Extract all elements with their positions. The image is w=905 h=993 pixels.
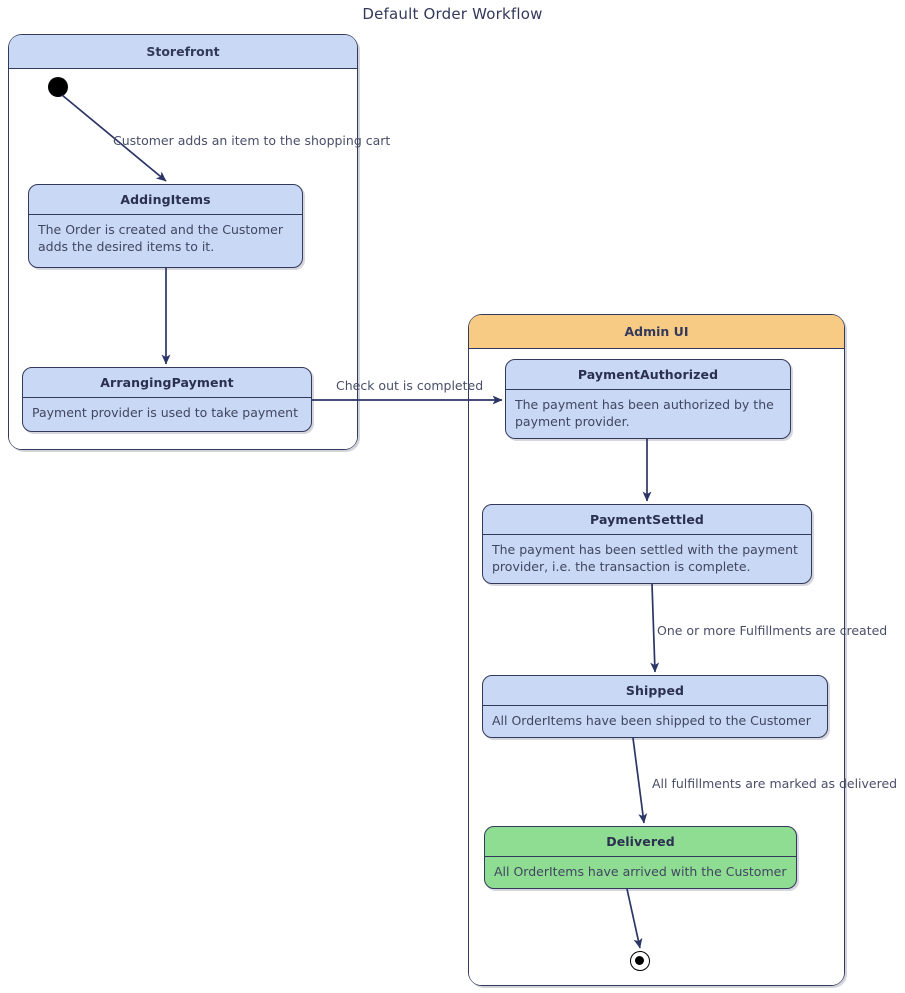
- transition-label-check-out-completed: Check out is completed: [336, 378, 484, 393]
- state-paymentsettled-name: PaymentSettled: [483, 505, 811, 535]
- state-paymentauthorized-name: PaymentAuthorized: [506, 360, 790, 390]
- state-paymentauthorized-description: The payment has been authorized by the p…: [515, 397, 774, 429]
- state-arrangingpayment[interactable]: ArrangingPayment Payment provider is use…: [22, 367, 312, 432]
- composite-state-storefront-label: Storefront: [9, 35, 357, 69]
- state-delivered-description: All OrderItems have arrived with the Cus…: [494, 864, 787, 879]
- state-delivered-name: Delivered: [485, 827, 796, 857]
- transition-label-fulfillments-delivered: All fulfillments are marked as delivered: [652, 776, 898, 791]
- transition-label-fulfillments-created: One or more Fulfillments are created: [657, 623, 888, 638]
- state-shipped-description: All OrderItems have been shipped to the …: [492, 713, 811, 728]
- final-state-inner-dot: [634, 955, 644, 965]
- state-addingitems-name: AddingItems: [29, 185, 302, 215]
- state-arrangingpayment-name: ArrangingPayment: [23, 368, 311, 398]
- state-delivered[interactable]: Delivered All OrderItems have arrived wi…: [484, 826, 797, 889]
- state-paymentsettled[interactable]: PaymentSettled The payment has been sett…: [482, 504, 812, 584]
- state-arrangingpayment-description: Payment provider is used to take payment: [32, 405, 298, 420]
- state-addingitems[interactable]: AddingItems The Order is created and the…: [28, 184, 303, 268]
- state-addingitems-description: The Order is created and the Customer ad…: [38, 222, 283, 254]
- initial-state-node[interactable]: [48, 77, 68, 97]
- composite-state-admin-ui-label: Admin UI: [469, 315, 844, 349]
- state-shipped[interactable]: Shipped All OrderItems have been shipped…: [482, 675, 828, 738]
- state-paymentauthorized[interactable]: PaymentAuthorized The payment has been a…: [505, 359, 791, 439]
- page-title: Default Order Workflow: [362, 5, 543, 23]
- transition-label-customer-adds-item: Customer adds an item to the shopping ca…: [113, 133, 391, 148]
- state-shipped-name: Shipped: [483, 676, 827, 706]
- composite-state-admin-ui-body: [469, 349, 844, 985]
- final-state-node[interactable]: [630, 951, 650, 971]
- state-paymentsettled-description: The payment has been settled with the pa…: [492, 542, 798, 574]
